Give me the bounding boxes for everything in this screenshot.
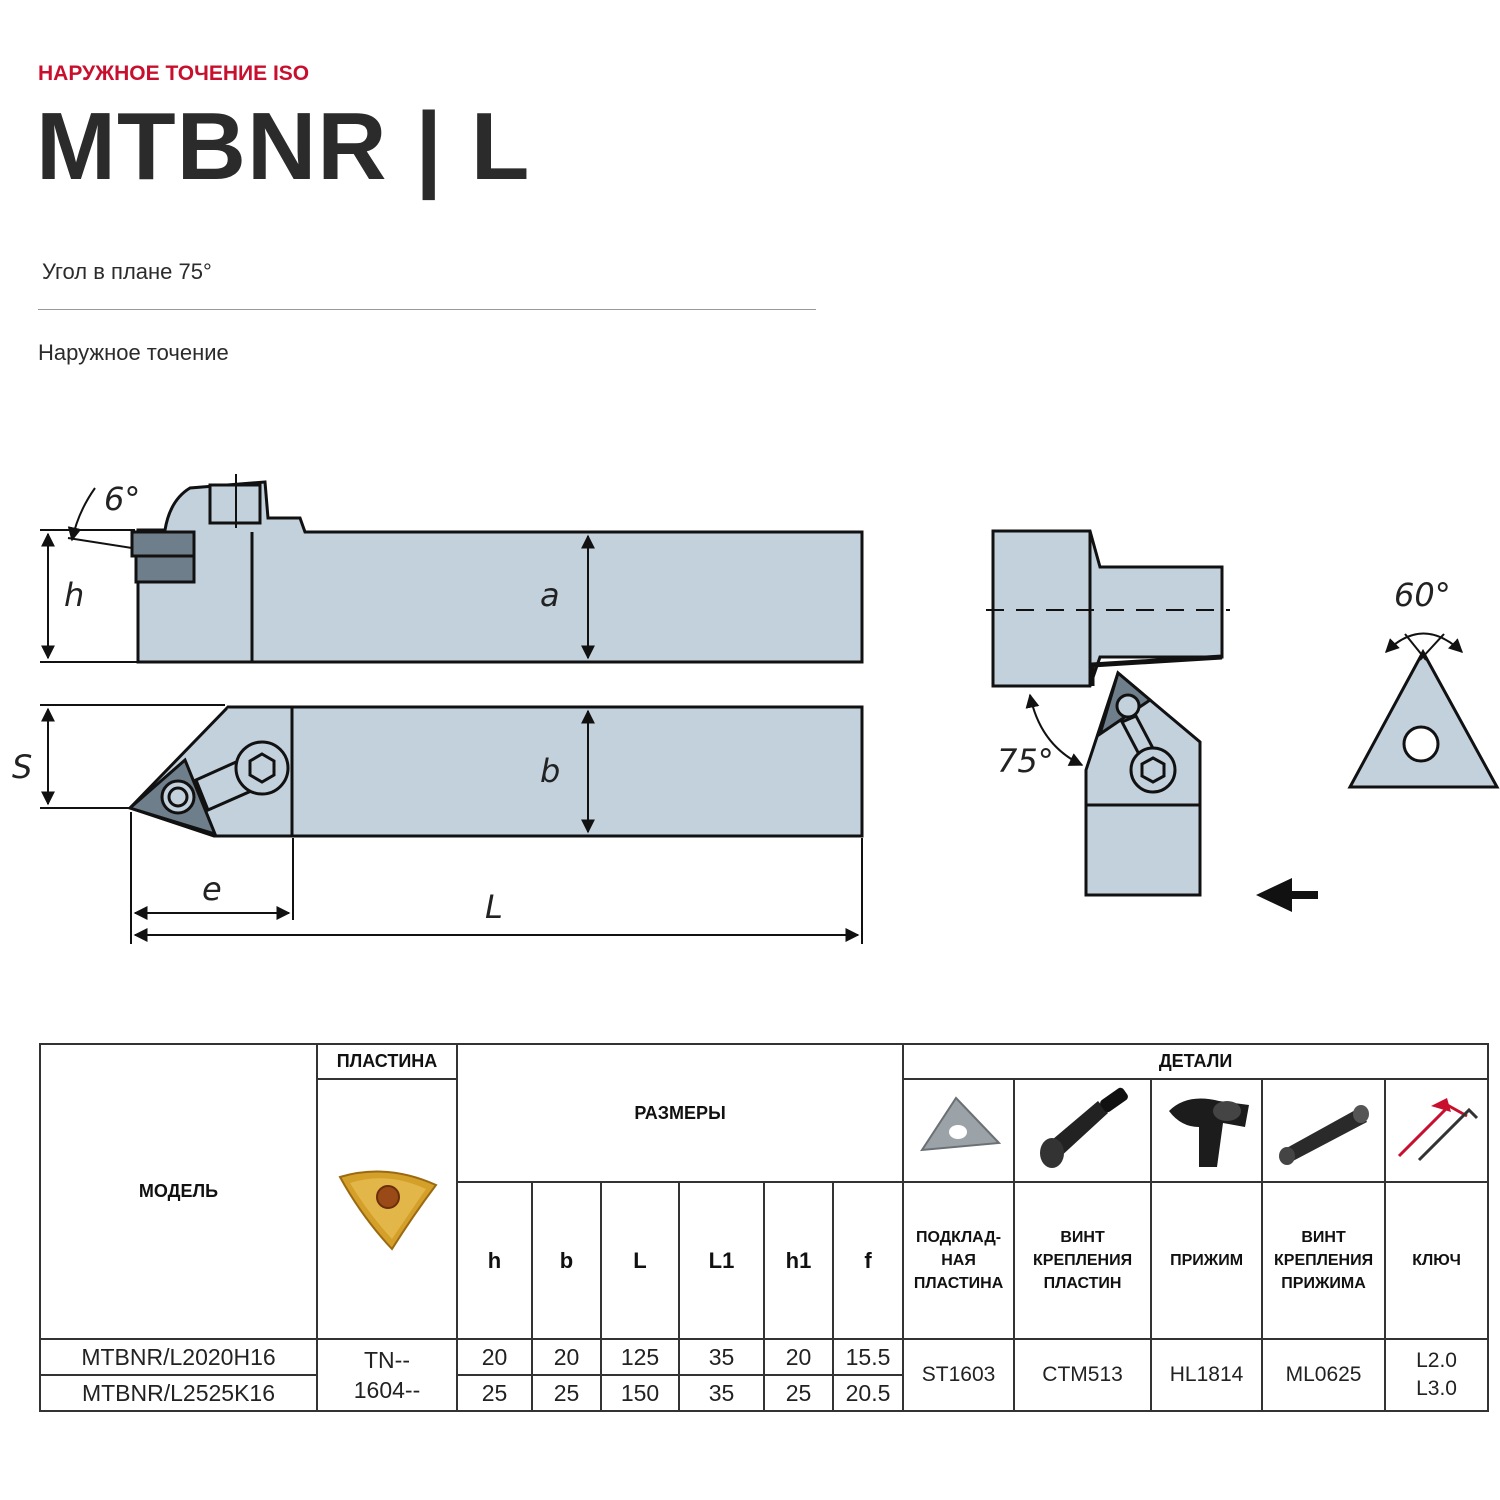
model-cell: MTBNR/L2020H16 xyxy=(39,1338,318,1376)
h-cell: 25 xyxy=(456,1374,533,1412)
insert-image xyxy=(316,1078,458,1340)
insert-angle-arc xyxy=(1385,632,1464,661)
clamp-icon xyxy=(1168,1098,1249,1167)
workpiece-view xyxy=(986,529,1230,897)
insert-screw-header: ВИНТ КРЕПЛЕНИЯ ПЛАСТИН xyxy=(1013,1181,1153,1340)
key-icon xyxy=(1397,1098,1479,1162)
key-header: КЛЮЧ xyxy=(1384,1181,1490,1340)
dim-header-f: f xyxy=(831,1181,905,1340)
model-cell: MTBNR/L2525K16 xyxy=(39,1374,318,1412)
side-view-dimensions xyxy=(40,487,595,663)
clamp-screw-header: ВИНТ КРЕПЛЕНИЯ ПРИЖИМА xyxy=(1261,1181,1387,1340)
insert-header: ПЛАСТИНА xyxy=(316,1043,458,1080)
L-cell: 150 xyxy=(600,1374,680,1412)
approach-angle-arc xyxy=(1025,693,1084,766)
dim-header-h: h xyxy=(456,1181,533,1340)
category-label: НАРУЖНОЕ ТОЧЕНИЕ ISO xyxy=(38,62,310,85)
insert-screw-cell: CTM513 xyxy=(1013,1338,1153,1412)
model-header: МОДЕЛЬ xyxy=(39,1043,318,1340)
top-view-dimensions xyxy=(40,704,863,944)
clamp-screw-cell: ML0625 xyxy=(1261,1338,1387,1412)
angle-clearance-label: 6° xyxy=(104,480,140,518)
dim-a-label: a xyxy=(540,576,560,614)
technical-drawing: 6° h a S b e L xyxy=(12,474,1500,944)
subtitle: Угол в плане 75° xyxy=(42,259,212,284)
key-cell: L2.0 L3.0 xyxy=(1384,1338,1490,1412)
clamp-screw-image xyxy=(1261,1078,1387,1183)
key-image xyxy=(1384,1078,1490,1183)
clamp-screw-icon xyxy=(1278,1105,1369,1165)
insert-gold-icon xyxy=(338,1170,438,1251)
h1-cell: 20 xyxy=(763,1338,834,1376)
dim-header-L: L xyxy=(600,1181,680,1340)
clamp-image xyxy=(1150,1078,1264,1183)
divider xyxy=(38,309,816,310)
dim-header-L1: L1 xyxy=(678,1181,765,1340)
b-cell: 25 xyxy=(531,1374,602,1412)
angle-insert-label: 60° xyxy=(1394,576,1451,614)
h-cell: 20 xyxy=(456,1338,533,1376)
insert-triangle xyxy=(1347,648,1500,789)
h1-cell: 25 xyxy=(763,1374,834,1412)
description: Наружное точение xyxy=(38,340,229,365)
L1-cell: 35 xyxy=(678,1374,765,1412)
dim-e-label: e xyxy=(202,870,222,908)
holder-side-view xyxy=(130,474,864,664)
dim-L-label: L xyxy=(485,888,503,926)
dim-s-label: S xyxy=(12,748,32,786)
clamp-cell: HL1814 xyxy=(1150,1338,1264,1412)
insert-code-cell: TN-- 1604-- xyxy=(316,1338,458,1412)
angle-approach-label: 75° xyxy=(997,742,1054,780)
insert-screw-icon xyxy=(1039,1087,1128,1168)
dim-header-h1: h1 xyxy=(763,1181,834,1340)
L1-cell: 35 xyxy=(678,1338,765,1376)
shim-cell: ST1603 xyxy=(902,1338,1016,1412)
f-cell: 15.5 xyxy=(831,1338,905,1376)
page-title: MTBNR | L xyxy=(36,93,531,200)
feed-arrow-icon xyxy=(1256,878,1318,912)
b-cell: 20 xyxy=(531,1338,602,1376)
dim-b-label: b xyxy=(540,752,560,790)
clamp-header: ПРИЖИМ xyxy=(1150,1181,1264,1340)
insert-screw-image xyxy=(1013,1078,1153,1183)
dim-h-label: h xyxy=(64,576,84,614)
details-header: ДЕТАЛИ xyxy=(902,1043,1490,1080)
dim-header-b: b xyxy=(531,1181,602,1340)
sizes-header: РАЗМЕРЫ xyxy=(455,1043,905,1183)
L-cell: 125 xyxy=(600,1338,680,1376)
holder-top-view xyxy=(126,705,864,838)
shim-header: ПОДКЛАД- НАЯ ПЛАСТИНА xyxy=(902,1181,1016,1340)
f-cell: 20.5 xyxy=(831,1374,905,1412)
shim-icon xyxy=(919,1096,1001,1152)
shim-image xyxy=(902,1078,1016,1183)
spec-table: МОДЕЛЬ ПЛАСТИНА РАЗМЕРЫ ДЕТАЛИ xyxy=(39,1043,1490,1412)
